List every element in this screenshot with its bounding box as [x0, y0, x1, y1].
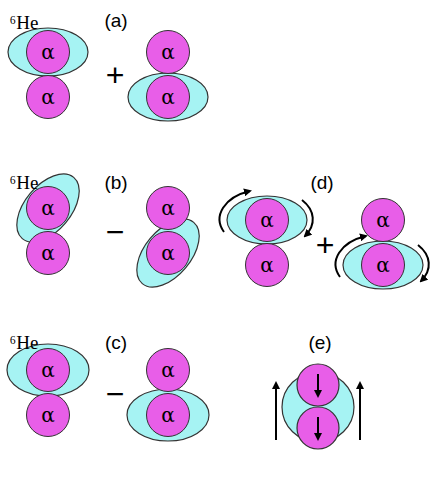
- alpha-circle: α: [146, 30, 190, 74]
- alpha-circle: α: [146, 186, 190, 230]
- operator-sign: +: [316, 229, 335, 261]
- alpha-circle: α: [146, 231, 190, 275]
- alpha-symbol: α: [260, 210, 274, 230]
- alpha-symbol: α: [376, 255, 390, 275]
- nucleus-label: ⁶He: [10, 13, 39, 32]
- operator-sign: +: [106, 59, 125, 91]
- alpha-symbol: α: [41, 360, 55, 380]
- alpha-symbol: α: [41, 42, 55, 62]
- cluster-ellipse: [7, 344, 89, 396]
- alpha-symbol: α: [161, 360, 175, 380]
- alpha-circle: α: [361, 198, 405, 242]
- alpha-symbol: α: [376, 210, 390, 230]
- alpha-circle: [297, 407, 339, 449]
- cluster-ellipse: [128, 73, 208, 121]
- alpha-circle: α: [146, 393, 190, 437]
- spin-arrow: [275, 383, 277, 440]
- alpha-symbol: α: [161, 198, 175, 218]
- alpha-symbol: α: [161, 405, 175, 425]
- alpha-symbol: α: [41, 243, 55, 263]
- alpha-symbol: α: [41, 198, 55, 218]
- rotation-arrow: [418, 245, 429, 281]
- cluster-ellipse: [8, 28, 88, 76]
- cluster-ellipse: [127, 389, 209, 441]
- panel-label: (d): [310, 173, 333, 192]
- alpha-circle: α: [245, 243, 289, 287]
- spin-arrow: [317, 417, 319, 439]
- alpha-circle: α: [26, 75, 70, 119]
- spin-arrow: [317, 374, 319, 396]
- rotation-arrow: [302, 200, 313, 236]
- alpha-symbol: α: [161, 243, 175, 263]
- alpha-symbol: α: [260, 255, 274, 275]
- alpha-circle: α: [26, 348, 70, 392]
- cluster-ellipse: [227, 196, 307, 244]
- alpha-circle: α: [26, 393, 70, 437]
- operator-sign: −: [106, 216, 125, 248]
- alpha-circle: [297, 364, 339, 406]
- alpha-circle: α: [26, 30, 70, 74]
- alpha-symbol: α: [161, 42, 175, 62]
- alpha-circle: α: [146, 75, 190, 119]
- panel-label: (b): [104, 173, 127, 192]
- cluster-ellipse: [343, 241, 423, 289]
- nucleus-label: ⁶He: [10, 173, 39, 192]
- panel-label: (c): [105, 333, 127, 352]
- panel-label: (e): [308, 333, 331, 352]
- nucleus-label: ⁶He: [10, 333, 39, 352]
- panel-label: (a): [104, 11, 127, 30]
- alpha-symbol: α: [161, 87, 175, 107]
- alpha-symbol: α: [41, 87, 55, 107]
- alpha-circle: α: [26, 231, 70, 275]
- alpha-circle: α: [361, 243, 405, 287]
- alpha-circle: α: [26, 186, 70, 230]
- spin-arrow: [359, 383, 361, 440]
- operator-sign: −: [106, 378, 125, 410]
- alpha-symbol: α: [41, 405, 55, 425]
- alpha-circle: α: [146, 348, 190, 392]
- alpha-circle: α: [245, 198, 289, 242]
